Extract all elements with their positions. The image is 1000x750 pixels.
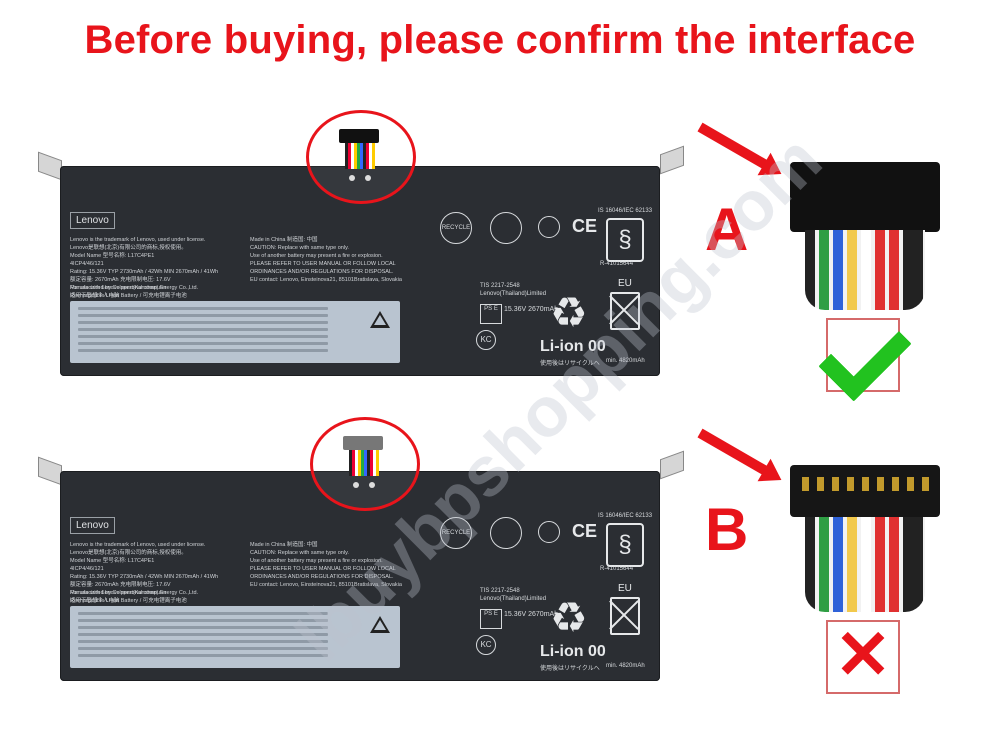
cross-icon: ✕ [834,617,892,693]
warning-icon [370,616,390,633]
pse-mark: PS E [480,609,502,629]
connector-b-pins [802,477,930,491]
checkmark-icon [818,308,912,402]
connector-b-housing [790,465,940,517]
mounting-tab-right [660,450,684,480]
spec-text: Lenovo is the trademark of Lenovo, used … [70,237,219,299]
kc-mark: KC [476,330,496,350]
brand-logo: Lenovo [70,212,115,229]
connector-thumb-icon [339,129,379,143]
pse-rating: 15.36V 2670mAh [504,306,559,313]
recycle-badge-icon: RECYCLE [440,212,472,244]
certification-marks: RECYCLE IS 16046/IEC 62133 CE § R-410156… [420,511,653,676]
cert-seal-icon [490,212,522,244]
recycle-badge-icon: RECYCLE [440,517,472,549]
brand-logo: Lenovo [70,517,115,534]
connector-b-image [790,465,950,615]
warning-panel [70,301,400,363]
manufacturer-text: Manufactured by Celxpert(Kunshan) Energy… [70,590,199,604]
mounting-tab-left [38,151,62,181]
option-b-label: B [705,496,749,563]
connector-highlight-circle [306,110,416,204]
recycle-icon: ♻ [550,594,588,641]
wires-thumb [349,450,379,476]
connector-b-wires [805,517,925,612]
mounting-tab-left [38,456,62,486]
recycle-jp-text: 使用後はリサイクルへ [540,361,600,367]
connector-thumb-icon [343,436,383,450]
ce-mark: CE [572,216,598,236]
spec-text: Lenovo is the trademark of Lenovo, used … [70,542,219,604]
pse-mark: PS E [480,304,502,324]
eu-mark: EU [618,583,632,594]
s-mark-icon: § [606,523,644,567]
warning-icon [370,311,390,328]
recycle-icon: ♻ [550,289,588,336]
manufacturer-text: Manufactured by Celxpert(Kunshan) Energy… [70,285,199,299]
caution-text: Made in China 制造国: 中国 CAUTION: Replace w… [250,542,402,588]
chemistry-label: Li-ion 00 [540,643,606,660]
s-mark-icon: § [606,218,644,262]
battery-bottom: Lenovo Lenovo is the trademark of Lenovo… [30,417,690,685]
cert-seal-icon [490,517,522,549]
min-capacity: min. 4820mAh [606,358,645,364]
headline: Before buying, please confirm the interf… [84,18,916,62]
crossed-bin-icon [610,597,640,635]
chemistry-label: Li-ion 00 [540,338,606,355]
battery-top: Lenovo Lenovo is the trademark of Lenovo… [30,110,690,380]
kc-mark: KC [476,635,496,655]
five-mark-icon [538,521,560,543]
caution-text: Made in China 制造国: 中国 CAUTION: Replace w… [250,237,402,283]
recycle-jp-text: 使用後はリサイクルへ [540,666,600,672]
connector-a-housing [790,162,940,232]
option-a-label: A [705,196,749,263]
certification-marks: RECYCLE IS 16046/IEC 62133 CE § R-410156… [420,206,653,371]
crossed-bin-icon [610,292,640,330]
connector-a-image [790,162,950,312]
arrow-b-icon [697,428,772,478]
pse-rating: 15.36V 2670mAh [504,611,559,618]
mounting-tab-right [660,145,684,175]
iec-standard: IS 16046/IEC 62133 [598,208,653,214]
x-box: ✕ [826,617,900,694]
iec-standard: IS 16046/IEC 62133 [598,513,653,519]
ce-mark: CE [572,521,598,541]
five-mark-icon [538,216,560,238]
connector-a-wires [805,230,925,310]
min-capacity: min. 4820mAh [606,663,645,669]
r-number: R-41015644 [600,566,634,572]
connector-highlight-circle [310,417,420,511]
wires-thumb [345,143,375,169]
r-number: R-41015644 [600,261,634,267]
warning-panel [70,606,400,668]
eu-mark: EU [618,278,632,289]
check-box [818,308,912,402]
